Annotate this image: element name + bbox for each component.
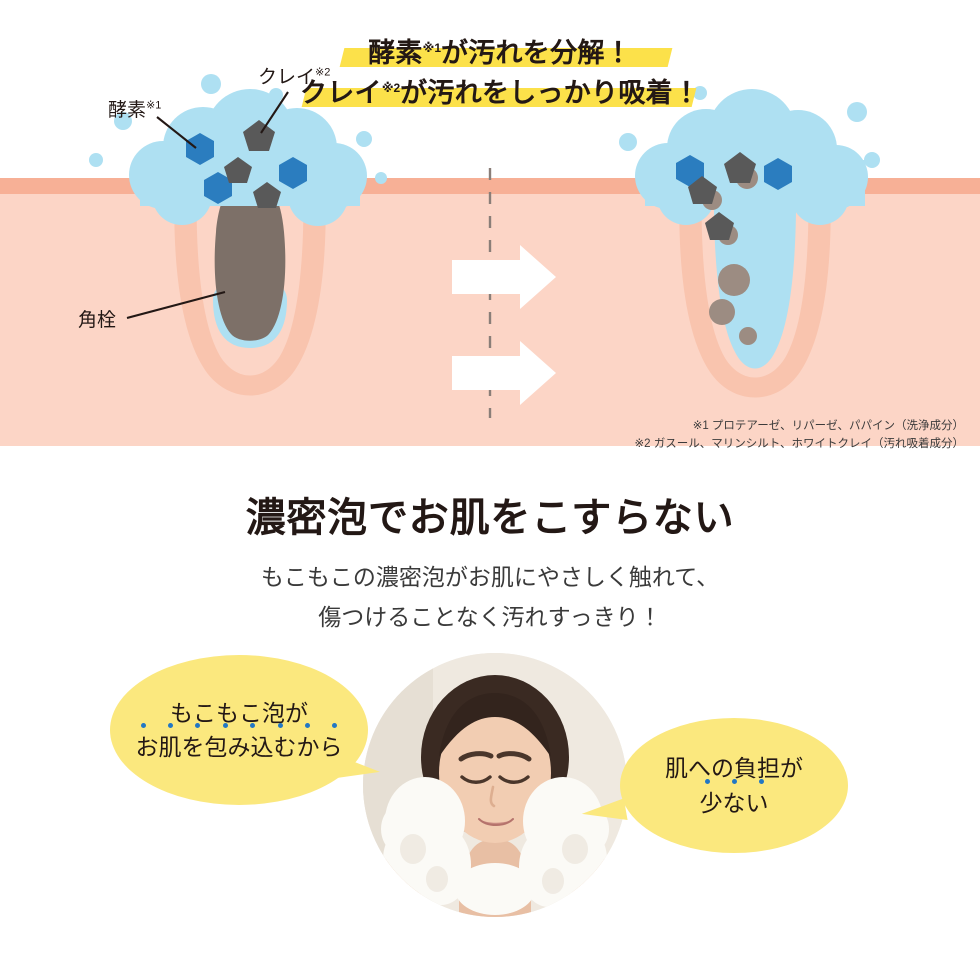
speech-bubble-right: 肌への負担が 少ない — [580, 718, 848, 853]
enzyme-particles-right — [676, 155, 792, 190]
label-clay: クレイ※2 — [258, 62, 330, 89]
banner-line-2: クレイ※2が汚れをしっかり吸着！ — [300, 68, 700, 108]
bubble-right-body — [620, 718, 848, 853]
bubble-left-body — [110, 655, 368, 805]
bubble-left-line-2: お肌を包み込むから — [135, 734, 343, 760]
pore-illustration — [89, 74, 880, 418]
label-enzyme-text: 酵素 — [108, 100, 147, 121]
subtitle-line-1: もこもこの濃密泡がお肌にやさしく触れて、 — [260, 564, 720, 590]
footnote-2: ※2 ガスール、マリンシルト、ホワイトクレイ（汚れ吸着成分） — [634, 437, 965, 450]
label-enzyme-ref: ※1 — [146, 99, 162, 112]
banner-1-keyword: 酵素 — [368, 38, 423, 68]
banner-text-1: 酵素※1が汚れを分解！ — [368, 38, 632, 68]
bubble-right-text: 肌への負担が 少ない — [620, 718, 848, 853]
bubble-right-line-2-wrap: 少ない — [699, 778, 769, 821]
subtitle-line-2: 傷つけることなく汚れすっきり！ — [318, 603, 662, 630]
transition-arrows — [452, 245, 556, 405]
headline-banner: 酵素※1が汚れを分解！ クレイ※2が汚れをしっかり吸着！ — [300, 28, 700, 112]
label-keratin-plug: 角栓 — [78, 310, 117, 331]
clay-particles-left — [224, 120, 281, 208]
speech-bubble-left: もこもこ泡が お肌を包み込むから — [110, 655, 382, 805]
leader-lines — [126, 91, 289, 320]
label-clay-text: クレイ — [258, 67, 316, 88]
bubble-left-line-1: もこもこ泡が — [170, 699, 308, 726]
bubble-right-line-2: 少ない — [699, 789, 769, 816]
banner-text-2: クレイ※2が汚れをしっかり吸着！ — [300, 78, 700, 108]
clay-particles-right — [688, 152, 758, 245]
keratin-plug-left — [214, 175, 286, 341]
banner-2-keyword: クレイ — [300, 78, 382, 108]
page-subtitle: もこもこの濃密泡がお肌にやさしく触れて、 傷つけることなく汚れすっきり！ — [0, 558, 980, 637]
bubble-left-text: もこもこ泡が お肌を包み込むから — [110, 655, 368, 805]
banner-2-footnote-ref: ※2 — [381, 81, 401, 95]
face-washing-photo — [363, 653, 627, 917]
label-clay-ref: ※2 — [315, 66, 331, 79]
label-enzyme: 酵素※1 — [108, 95, 161, 122]
enzyme-particles-left — [186, 133, 307, 204]
banner-1-footnote-ref: ※1 — [422, 41, 441, 55]
banner-1-rest: が汚れを分解！ — [441, 38, 632, 68]
bubble-right-line-1: 肌への負担が — [665, 755, 803, 781]
banner-2-rest: が汚れをしっかり吸着！ — [400, 78, 701, 108]
dirt-particles-right — [709, 264, 757, 345]
banner-line-1: 酵素※1が汚れを分解！ — [300, 28, 700, 68]
bubble-left-line-2-wrap: お肌を包み込むから — [135, 723, 343, 765]
footnote-1: ※1 プロテアーゼ、リパーゼ、パパイン（洗浄成分） — [692, 420, 964, 432]
page-title: 濃密泡でお肌をこすらない — [245, 496, 735, 540]
pore-diagram-section: 酵素※1が汚れを分解！ クレイ※2が汚れをしっかり吸着！ 酵素※1 クレイ※2 … — [0, 0, 980, 460]
footnote-block: ※1 プロテアーゼ、リパーゼ、パパイン（洗浄成分） ※2 ガスール、マリンシルト… — [635, 418, 965, 454]
